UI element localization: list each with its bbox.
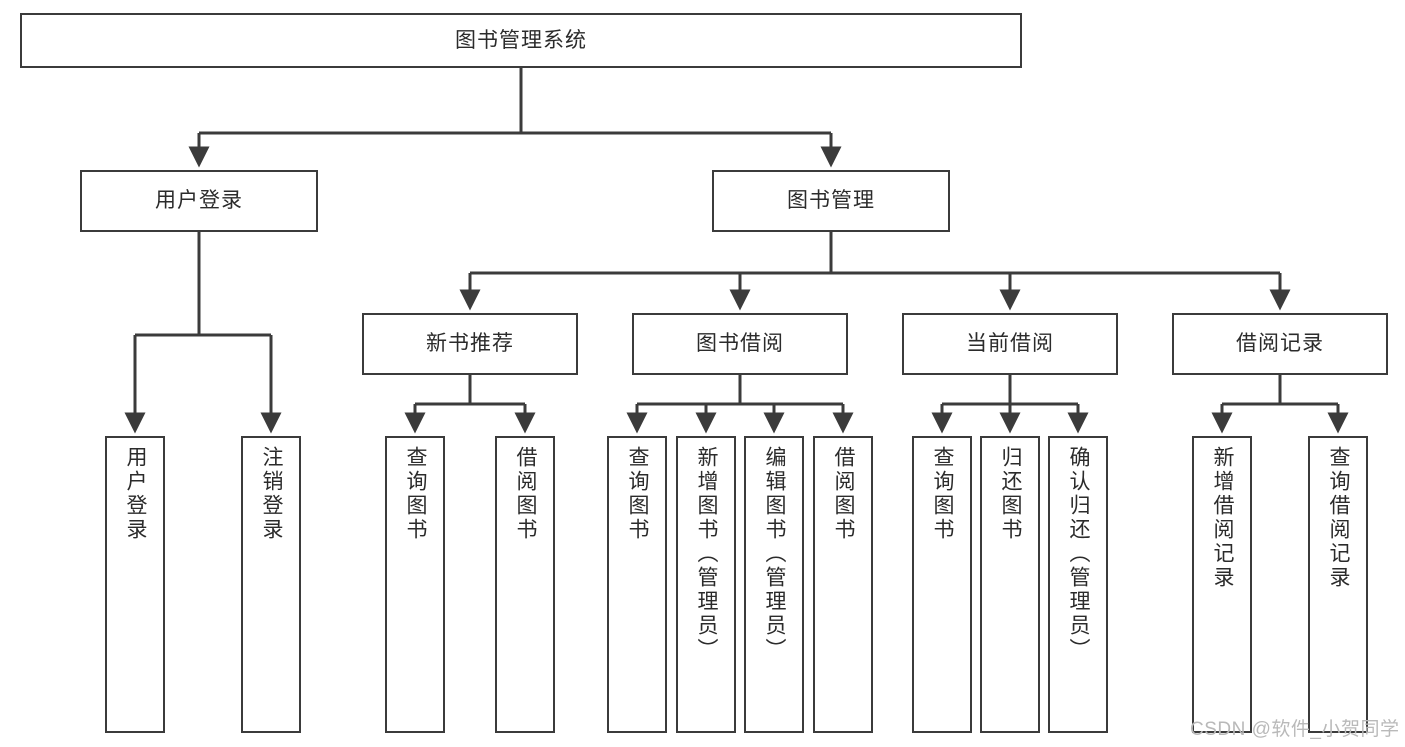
node-leaf-confirm-return[interactable]: 确认归还（管理员） — [1048, 436, 1108, 733]
node-leaf-query-book-2[interactable]: 查询图书 — [607, 436, 667, 733]
node-leaf-add-book[interactable]: 新增图书（管理员） — [676, 436, 736, 733]
node-leaf-query-book-3[interactable]: 查询图书 — [912, 436, 972, 733]
node-root[interactable]: 图书管理系统 — [20, 13, 1022, 68]
node-leaf-user-logout[interactable]: 注销登录 — [241, 436, 301, 733]
node-leaf-query-book-1-label: 查询图书 — [404, 446, 428, 542]
node-leaf-query-book-1[interactable]: 查询图书 — [385, 436, 445, 733]
node-leaf-query-book-3-label: 查询图书 — [931, 446, 955, 542]
node-current-borrow-label: 当前借阅 — [966, 332, 1054, 356]
watermark: CSDN @软件_小贺同学 — [1190, 719, 1400, 740]
node-new-book-rec-label: 新书推荐 — [426, 332, 514, 356]
node-root-label: 图书管理系统 — [455, 28, 587, 52]
node-leaf-query-record-label: 查询借阅记录 — [1327, 446, 1351, 590]
node-leaf-confirm-return-label: 确认归还（管理员） — [1067, 446, 1091, 662]
node-borrow-record-label: 借阅记录 — [1236, 332, 1324, 356]
node-leaf-borrow-book-2[interactable]: 借阅图书 — [813, 436, 873, 733]
node-leaf-user-logout-label: 注销登录 — [260, 446, 284, 542]
node-leaf-query-record[interactable]: 查询借阅记录 — [1308, 436, 1368, 733]
node-leaf-add-record-label: 新增借阅记录 — [1211, 446, 1235, 590]
node-leaf-return-book-label: 归还图书 — [999, 446, 1023, 542]
node-leaf-borrow-book-1[interactable]: 借阅图书 — [495, 436, 555, 733]
node-leaf-query-book-2-label: 查询图书 — [626, 446, 650, 542]
node-book-borrow[interactable]: 图书借阅 — [632, 313, 848, 375]
node-borrow-record[interactable]: 借阅记录 — [1172, 313, 1388, 375]
node-user-login-label: 用户登录 — [155, 189, 243, 213]
node-leaf-return-book[interactable]: 归还图书 — [980, 436, 1040, 733]
node-book-manage[interactable]: 图书管理 — [712, 170, 950, 232]
node-user-login[interactable]: 用户登录 — [80, 170, 318, 232]
node-new-book-rec[interactable]: 新书推荐 — [362, 313, 578, 375]
node-leaf-user-login[interactable]: 用户登录 — [105, 436, 165, 733]
node-leaf-borrow-book-1-label: 借阅图书 — [514, 446, 538, 542]
node-book-borrow-label: 图书借阅 — [696, 332, 784, 356]
node-leaf-user-login-label: 用户登录 — [124, 446, 148, 542]
node-book-manage-label: 图书管理 — [787, 189, 875, 213]
node-leaf-add-book-label: 新增图书（管理员） — [695, 446, 719, 662]
node-leaf-edit-book-label: 编辑图书（管理员） — [763, 446, 787, 662]
node-leaf-add-record[interactable]: 新增借阅记录 — [1192, 436, 1252, 733]
node-leaf-borrow-book-2-label: 借阅图书 — [832, 446, 856, 542]
node-leaf-edit-book[interactable]: 编辑图书（管理员） — [744, 436, 804, 733]
node-current-borrow[interactable]: 当前借阅 — [902, 313, 1118, 375]
